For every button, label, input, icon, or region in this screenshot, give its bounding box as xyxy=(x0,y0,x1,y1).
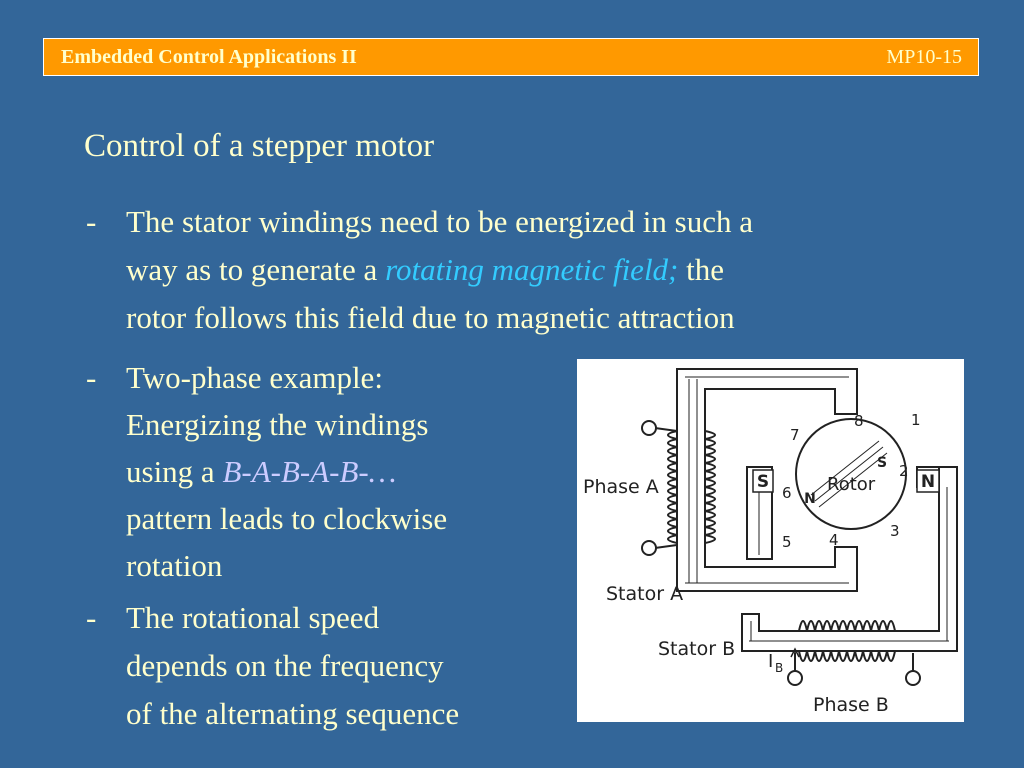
rotor-magnet-2 xyxy=(818,452,888,508)
phase-a-lead-top xyxy=(654,427,678,432)
position-7: 7 xyxy=(790,426,800,444)
rotor-magnet-1 xyxy=(814,446,884,502)
bullet2-line1: Two-phase example: xyxy=(126,360,383,395)
current-subscript: B xyxy=(775,661,783,675)
current-label: I xyxy=(768,651,773,672)
pole-n-label: N xyxy=(921,472,935,492)
phase-b-terminal-left xyxy=(787,670,803,686)
bullet-marker: - xyxy=(86,204,97,239)
stepper-motor-diagram: S N N S Phase A Stator A Stator B Phase … xyxy=(577,359,964,722)
bullet2-line4: pattern leads to clockwise xyxy=(126,501,448,536)
phase-a-terminal-bottom xyxy=(641,540,657,556)
rotor-n-label: N xyxy=(804,491,816,507)
course-title: Embedded Control Applications II xyxy=(61,46,357,68)
bullet3-line2: depends on the frequency xyxy=(126,648,444,683)
phase-b-terminal-right xyxy=(905,670,921,686)
bullet3-line1: The rotational speed xyxy=(126,600,380,635)
stator-b-flux xyxy=(749,487,949,642)
position-5: 5 xyxy=(782,533,792,551)
bullet1-line2-post: the xyxy=(678,252,725,287)
rotor-label: Rotor xyxy=(827,474,876,495)
rotor-s-label: S xyxy=(877,455,887,471)
stepper-motor-svg: S N N S Phase A Stator A Stator B Phase … xyxy=(583,368,958,716)
bullet2-line2: Energizing the windings xyxy=(126,407,429,442)
pole-s-box xyxy=(752,469,774,493)
pole-n-box xyxy=(916,469,940,493)
position-4: 4 xyxy=(829,531,839,549)
rotor-magnet-3 xyxy=(810,440,880,496)
bullet2-line5: rotation xyxy=(126,548,223,583)
phase-a-lead-bottom xyxy=(654,544,678,549)
bullet-marker: - xyxy=(86,600,97,635)
rotor-circle xyxy=(795,418,907,530)
position-3: 3 xyxy=(890,522,900,540)
pole-s-label: S xyxy=(757,472,769,492)
bullet1-line2-pre: way as to generate a xyxy=(126,252,386,287)
phase-a-label: Phase A xyxy=(583,476,659,498)
phase-b-label: Phase B xyxy=(813,694,889,716)
stator-a-core xyxy=(676,368,858,592)
bullet-marker: - xyxy=(86,360,97,395)
phase-a-terminal-top xyxy=(641,420,657,436)
bullet1-line3: rotor follows this field due to magnetic… xyxy=(126,300,735,335)
phase-b-coil xyxy=(798,620,896,632)
bullet3-line3: of the alternating sequence xyxy=(126,696,460,731)
header-bar: Embedded Control Applications II MP10-15 xyxy=(43,38,979,76)
stator-a-pole xyxy=(746,466,773,560)
stator-a-flux xyxy=(685,376,849,584)
position-8: 8 xyxy=(854,412,864,430)
sequence-highlight: B-A-B-A-B-… xyxy=(222,454,397,489)
position-2: 2 xyxy=(899,462,909,480)
position-1: 1 xyxy=(911,411,921,429)
phase-a-coil-front xyxy=(704,430,716,544)
rotating-field-highlight: rotating magnetic field; xyxy=(385,252,679,287)
current-arrow xyxy=(790,647,800,665)
bullet2-line3: using a B-A-B-A-B-… xyxy=(126,448,396,496)
bullet2-line3-pre: using a xyxy=(126,454,223,489)
phase-b-coil-front xyxy=(798,650,896,662)
stator-b-label: Stator B xyxy=(658,638,735,660)
slide-title: Control of a stepper motor xyxy=(84,128,435,164)
phase-a-coil xyxy=(667,430,678,544)
bullet1-line2: way as to generate a rotating magnetic f… xyxy=(126,246,724,294)
stator-a-label: Stator A xyxy=(606,583,683,605)
bullet1-line1: The stator windings need to be energized… xyxy=(126,204,753,239)
slide-number: MP10-15 xyxy=(886,46,962,68)
position-6: 6 xyxy=(782,484,792,502)
